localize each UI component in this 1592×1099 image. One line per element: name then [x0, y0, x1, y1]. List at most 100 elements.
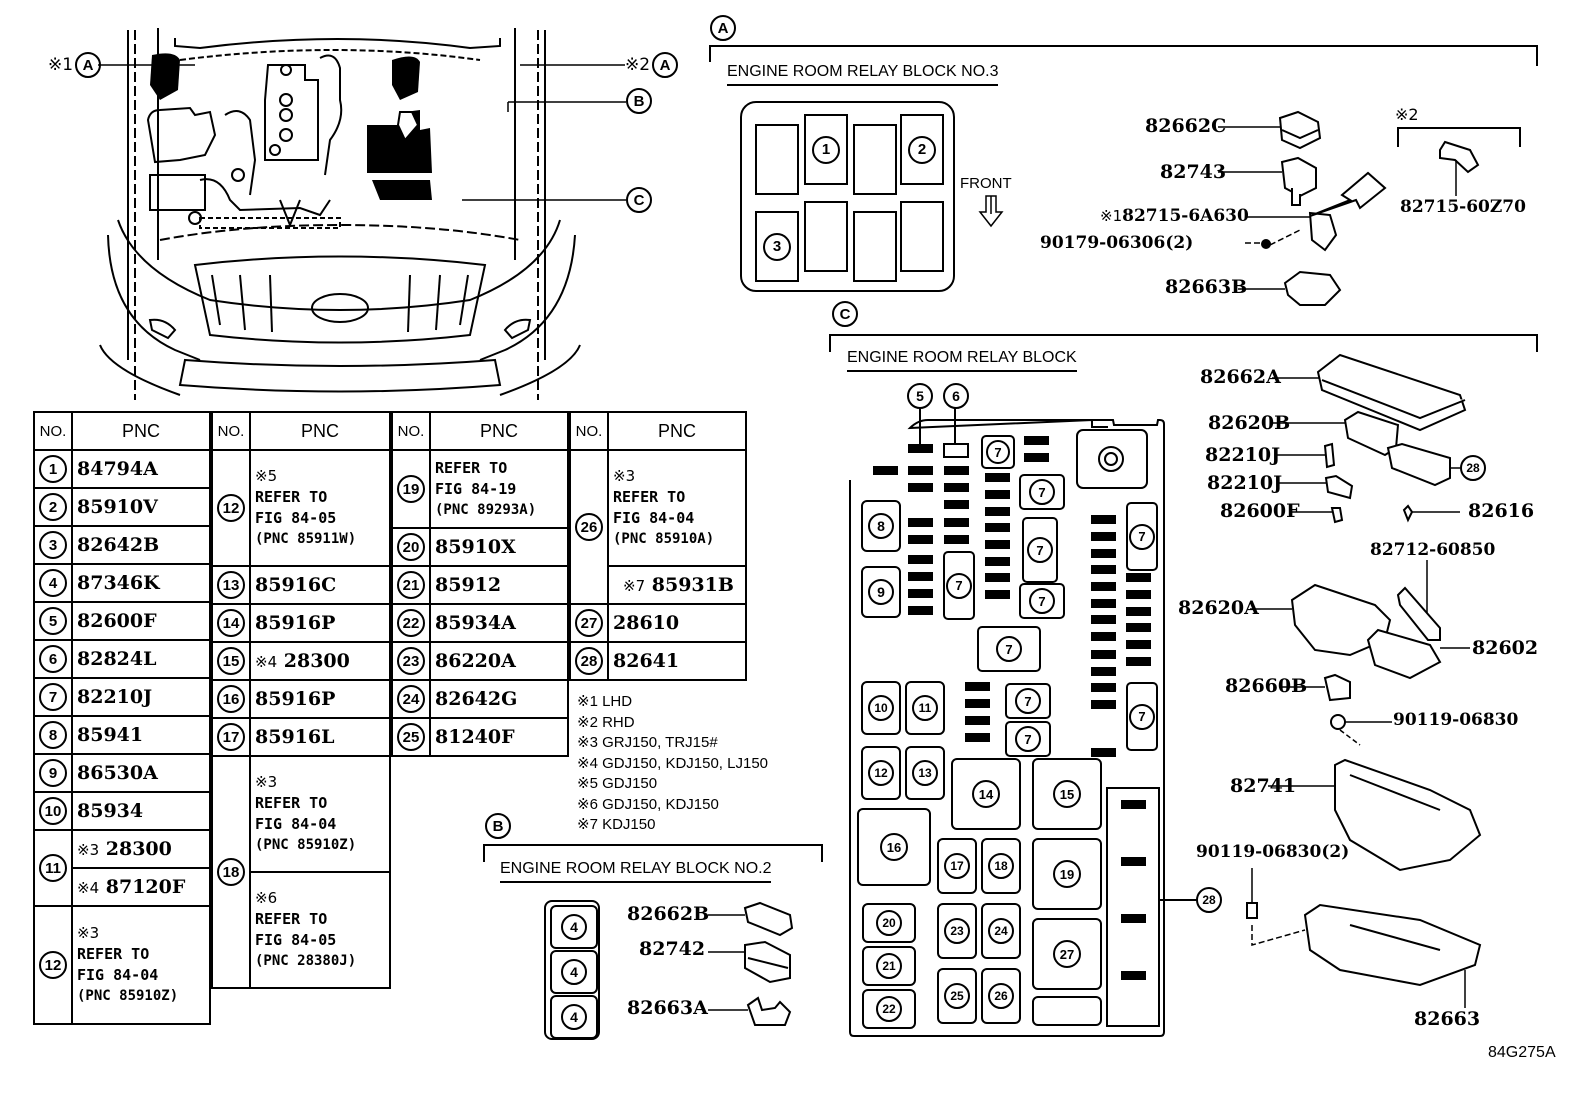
ref-line: FIG 84-04: [77, 966, 159, 984]
index-circle: 16: [880, 833, 908, 861]
pnc-value: 86530A: [71, 753, 211, 793]
ref-line: REFER TO: [255, 910, 328, 928]
index-circle: 7: [1029, 588, 1055, 614]
index-circle: 19: [397, 475, 425, 503]
relay-slot-16: 16: [857, 808, 931, 886]
index-circle: 15: [1053, 780, 1081, 808]
pnc-value: 82642B: [71, 525, 211, 565]
relay-slot-10: 10: [861, 681, 901, 735]
index-circle: 14: [217, 609, 245, 637]
ref-line: REFER TO: [613, 488, 686, 506]
index-circle: 2: [39, 493, 67, 521]
index-circle: 6: [39, 645, 67, 673]
pnc-value: ※3 28300: [71, 829, 211, 869]
pnc-value: 82600F: [71, 601, 211, 641]
ref-line: FIG 84-04: [613, 509, 695, 527]
relay-slot-4: 4: [550, 905, 598, 949]
callout-rhd-a: ※2 A: [625, 52, 679, 78]
index-circle: 23: [944, 918, 970, 944]
index-circle: 26: [575, 513, 603, 541]
index-circle: 27: [575, 609, 603, 637]
pnc-value: 87346K: [71, 563, 211, 603]
header-no: NO.: [211, 411, 251, 451]
variant-note: ※3: [613, 467, 636, 485]
note-line: ※2 RHD: [577, 713, 635, 731]
pnc-value: 85916P: [249, 603, 391, 643]
part-label: 82620A: [1178, 597, 1259, 619]
part-label: 82602: [1472, 637, 1539, 659]
variant-note: ※7: [623, 577, 646, 595]
index-circle: 10: [39, 797, 67, 825]
index-circle: 12: [39, 951, 67, 979]
index-circle: 20: [876, 910, 902, 936]
part-label: 82663B: [1165, 276, 1248, 298]
index-circle: 7: [986, 440, 1010, 464]
relay-slot: [900, 201, 944, 272]
part-label: 82600F: [1220, 500, 1300, 522]
front-label: FRONT: [960, 175, 1012, 192]
index-circle: 4: [39, 569, 67, 597]
pnc-value: 85934: [71, 791, 211, 831]
callout-b: B: [626, 88, 652, 114]
relay-slot-7: 7: [1022, 517, 1058, 583]
section-a-title: ENGINE ROOM RELAY BLOCK NO.3: [727, 63, 999, 86]
part-label: 82210J: [1205, 444, 1281, 466]
relay-slot-4: 4: [550, 995, 598, 1039]
pnc-value: ※7 85931B: [607, 565, 747, 605]
index-circle: 7: [1029, 479, 1055, 505]
relay-slot-23: 23: [937, 903, 977, 959]
pnc-text: 85931B: [651, 574, 734, 596]
header-no: NO.: [391, 411, 431, 451]
ref-line: REFER TO: [255, 488, 328, 506]
part-label: 82660B: [1225, 675, 1308, 697]
header-pnc: PNC: [429, 411, 569, 451]
section-b-title: ENGINE ROOM RELAY BLOCK NO.2: [500, 860, 772, 883]
relay-slot-7: 7: [943, 551, 975, 620]
ref-pnc: (PNC 89293A): [435, 501, 537, 518]
index-circle-6: 6: [943, 383, 969, 409]
relay-slot-17: 17: [937, 838, 977, 894]
part-label: 90179-06306(2): [1040, 233, 1194, 253]
variant-note: ※3: [77, 841, 100, 859]
index-circle: 1: [39, 455, 67, 483]
index-circle: 13: [912, 760, 938, 786]
ref-pnc: (PNC 85910Z): [77, 988, 179, 1004]
index-circle: 21: [876, 953, 902, 979]
pnc-value: 85910X: [429, 527, 569, 567]
ref-line: FIG 84-05: [255, 509, 337, 527]
header-pnc: PNC: [71, 411, 211, 451]
variant-note: ※4: [255, 653, 278, 671]
relay-slot-11: 11: [905, 681, 945, 735]
pnc-value: 85941: [71, 715, 211, 755]
variant-note: ※1: [1100, 207, 1123, 225]
index-circle: 26: [988, 983, 1014, 1009]
pnc-text: 28300: [105, 838, 172, 860]
ref-line: REFER TO: [255, 794, 328, 812]
index-circle: 21: [397, 571, 425, 599]
relay-slot: [804, 201, 848, 272]
part-label: 82742: [639, 938, 706, 960]
variant-note: ※4: [77, 879, 100, 897]
relay-slot-22: 22: [862, 989, 916, 1029]
header-pnc: PNC: [249, 411, 391, 451]
pnc-value: 85916L: [249, 717, 391, 757]
index-circle: 15: [217, 647, 245, 675]
relay-slot-21: 21: [862, 946, 916, 986]
relay-slot-7: 7: [1126, 682, 1158, 751]
callout-c: C: [626, 187, 652, 213]
section-letter-circle: B: [485, 813, 511, 839]
index-circle: 9: [39, 759, 67, 787]
